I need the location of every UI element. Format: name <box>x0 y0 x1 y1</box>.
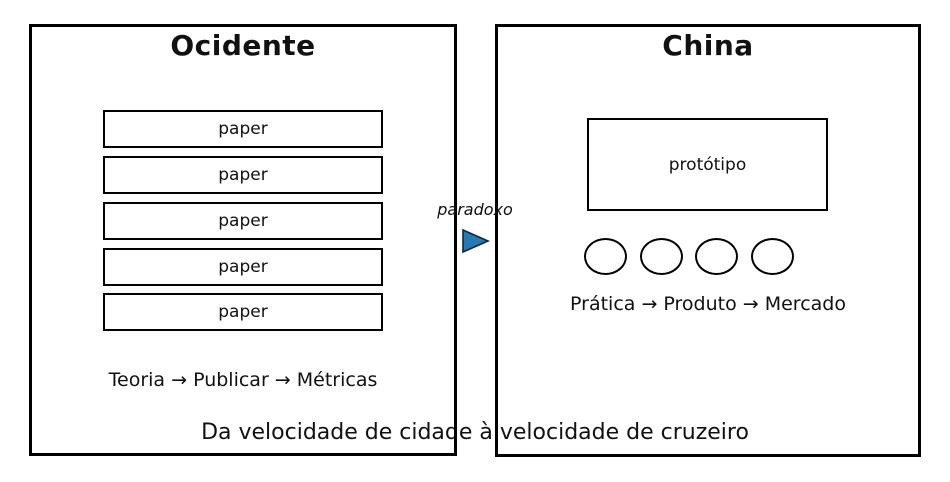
paper-box-label: paper <box>218 119 268 139</box>
paper-box: paper <box>103 293 383 331</box>
paper-box: paper <box>103 156 383 194</box>
panel-ocidente: Ocidente paper paper paper paper paper T… <box>29 24 457 456</box>
paper-box-label: paper <box>218 165 268 185</box>
paper-box-label: paper <box>218 302 268 322</box>
right-arrow-triangle <box>462 229 490 254</box>
panel-china: China protótipo Prática → Produto → Merc… <box>495 24 921 457</box>
right-arrow-icon <box>462 229 490 254</box>
prototype-box: protótipo <box>587 118 828 211</box>
china-flow-caption: Prática → Produto → Mercado <box>570 293 846 315</box>
paper-box: paper <box>103 248 383 286</box>
paper-box-label: paper <box>218 257 268 277</box>
paper-box: paper <box>103 110 383 148</box>
paper-box-label: paper <box>218 211 268 231</box>
panel-ocidente-title: Ocidente <box>170 29 316 62</box>
paper-box: paper <box>103 202 383 240</box>
footer-caption: Da velocidade de cidade à velocidade de … <box>201 420 749 445</box>
iteration-ellipse <box>584 238 627 275</box>
iteration-ellipse <box>640 238 683 275</box>
paradox-label: paradoxo <box>437 200 513 219</box>
panel-china-title: China <box>662 29 754 62</box>
iteration-ellipse <box>695 238 738 275</box>
iteration-ellipse <box>751 238 794 275</box>
ocidente-flow-caption: Teoria → Publicar → Métricas <box>108 369 378 391</box>
prototype-box-label: protótipo <box>668 154 747 175</box>
